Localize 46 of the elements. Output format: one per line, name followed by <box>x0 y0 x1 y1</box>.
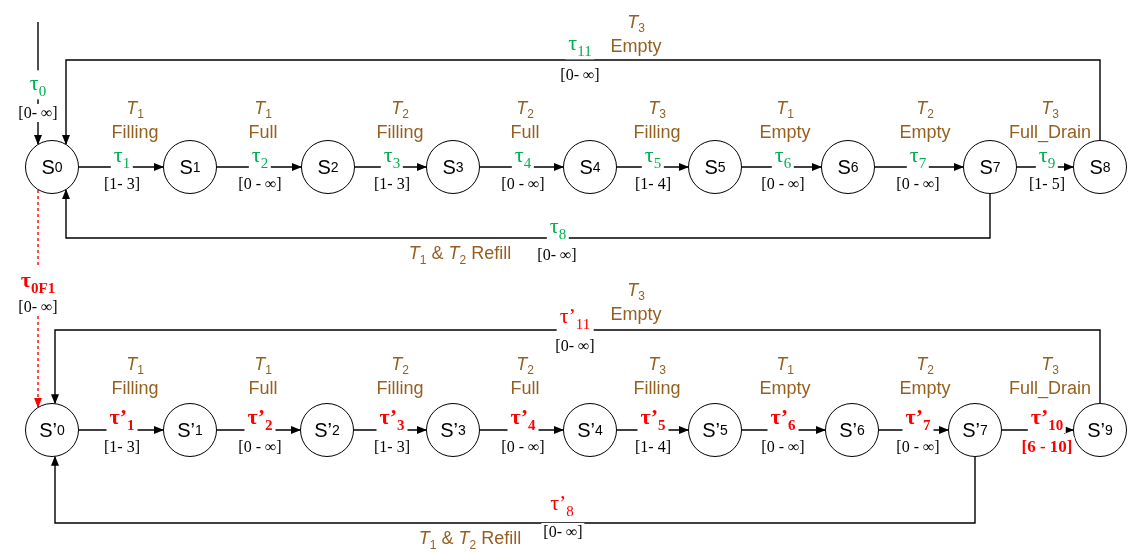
action-label: T$_{2}$ Full <box>510 97 540 143</box>
time-interval-label: [0 - ∞] <box>236 175 284 193</box>
action-label: T$_{2}$ Empty <box>899 97 951 143</box>
action-label: T$_{2}$ Filling <box>376 97 424 143</box>
action-label: T$_{3}$ Empty <box>610 11 662 57</box>
arrow <box>62 59 1101 145</box>
action-label: T$_{1}$ Empty <box>759 97 811 143</box>
time-interval-label: [1- 5] <box>1027 175 1067 193</box>
action-label: T$_{3}$ Filling <box>633 353 681 399</box>
time-interval-label: [0 - ∞] <box>759 175 807 193</box>
action-label: T$_{3}$ Full_Drain <box>1009 353 1091 399</box>
action-label: T$_{2}$ Empty <box>899 353 951 399</box>
action-label: T$_{1}$ Filling <box>111 353 159 399</box>
action-label: T$_{2}$ Full <box>510 353 540 399</box>
arrow <box>62 189 991 239</box>
time-interval-label: [0 - ∞] <box>759 438 807 456</box>
action-label: T$_{1}$ & T$_{2}$ Refill <box>418 528 522 552</box>
time-interval-label: [0 - ∞] <box>894 175 942 193</box>
action-label: T$_{1}$ & T$_{2}$ Refill <box>408 243 512 267</box>
time-interval-label: [0 - ∞] <box>499 438 547 456</box>
time-interval-label: [1- 3] <box>372 175 412 193</box>
time-interval-label: [0- ∞] <box>16 298 60 316</box>
time-interval-label: [0 - ∞] <box>499 175 547 193</box>
action-label: T$_{1}$ Filling <box>111 97 159 143</box>
time-interval-label: [0 - ∞] <box>236 438 284 456</box>
action-label: T$_{3}$ Empty <box>610 279 662 325</box>
action-label: T$_{2}$ Filling <box>376 353 424 399</box>
time-interval-label: [1- 3] <box>102 438 142 456</box>
time-interval-label: [0- ∞] <box>558 66 602 84</box>
time-interval-label: [6 - 10] <box>1019 437 1075 457</box>
time-interval-label: [0- ∞] <box>541 523 585 541</box>
time-interval-label: [1- 3] <box>102 175 142 193</box>
time-interval-label: [0- ∞] <box>535 246 579 264</box>
arrow <box>51 455 976 524</box>
time-interval-label: [0- ∞] <box>16 104 60 122</box>
action-label: T$_{3}$ Filling <box>633 97 681 143</box>
time-interval-label: [1- 4] <box>633 438 673 456</box>
action-label: T$_{3}$ Full_Drain <box>1009 97 1091 143</box>
action-label: T$_{1}$ Full <box>248 353 278 399</box>
time-interval-label: [1- 4] <box>633 175 673 193</box>
time-interval-label: [0- ∞] <box>553 337 597 355</box>
time-interval-label: [0 - ∞] <box>894 438 942 456</box>
action-label: T$_{1}$ Empty <box>759 353 811 399</box>
arrow <box>51 329 1101 405</box>
action-label: T$_{1}$ Full <box>248 97 278 143</box>
time-interval-label: [1- 3] <box>372 438 412 456</box>
